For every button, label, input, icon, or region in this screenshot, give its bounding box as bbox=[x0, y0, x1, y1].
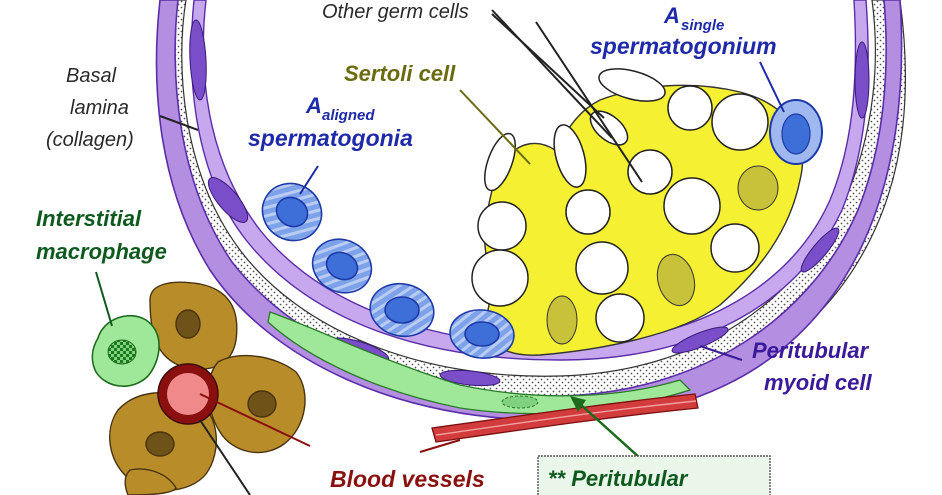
leader-lines bbox=[95, 9, 785, 495]
leydig-cells bbox=[109, 281, 306, 495]
peritubular-info-box bbox=[537, 455, 771, 495]
label-basal-lamina-3: (collagen) bbox=[46, 129, 134, 151]
label-blood-vessels: Blood vessels bbox=[330, 466, 485, 492]
label-basal-lamina-1: Basal bbox=[66, 65, 117, 87]
sertoli-nuclei bbox=[546, 165, 779, 345]
peritubular-green-nucleus bbox=[501, 395, 539, 409]
label-basal-lamina-2: lamina bbox=[70, 97, 129, 119]
label-a-aligned-sub: aligned bbox=[322, 107, 375, 124]
inner-lining bbox=[190, 0, 869, 361]
label-a-single-main: A bbox=[663, 3, 680, 28]
label-interstitial-2: macrophage bbox=[36, 239, 167, 264]
label-peritubular-2: myoid cell bbox=[764, 370, 872, 395]
label-sertoli-cell: Sertoli cell bbox=[344, 61, 456, 86]
peritubular-arrow bbox=[579, 403, 641, 459]
peritubular-green-cell bbox=[267, 311, 692, 415]
label-peritubular-box: ** Peritubular bbox=[548, 466, 689, 491]
blood-vessel-horizontal bbox=[431, 393, 699, 443]
label-a-single-sub: single bbox=[681, 17, 724, 34]
a-aligned-spermatogonia bbox=[261, 182, 515, 359]
a-single-spermatogonium bbox=[769, 99, 823, 165]
interstitial-macrophage bbox=[91, 314, 160, 387]
label-interstitial-1: Interstitial bbox=[36, 206, 142, 231]
germ-cells bbox=[471, 68, 769, 343]
label-a-aligned-line2: spermatogonia bbox=[248, 125, 413, 151]
label-peritubular-1: Peritubular bbox=[752, 338, 870, 363]
label-a-aligned-main: A bbox=[305, 93, 322, 118]
label-a-single-line2: spermatogonium bbox=[590, 33, 777, 59]
peritubular-arrow-head bbox=[570, 396, 586, 412]
blood-vessel-cross-section bbox=[157, 363, 219, 425]
label-other-germ-cells: Other germ cells bbox=[322, 1, 469, 23]
